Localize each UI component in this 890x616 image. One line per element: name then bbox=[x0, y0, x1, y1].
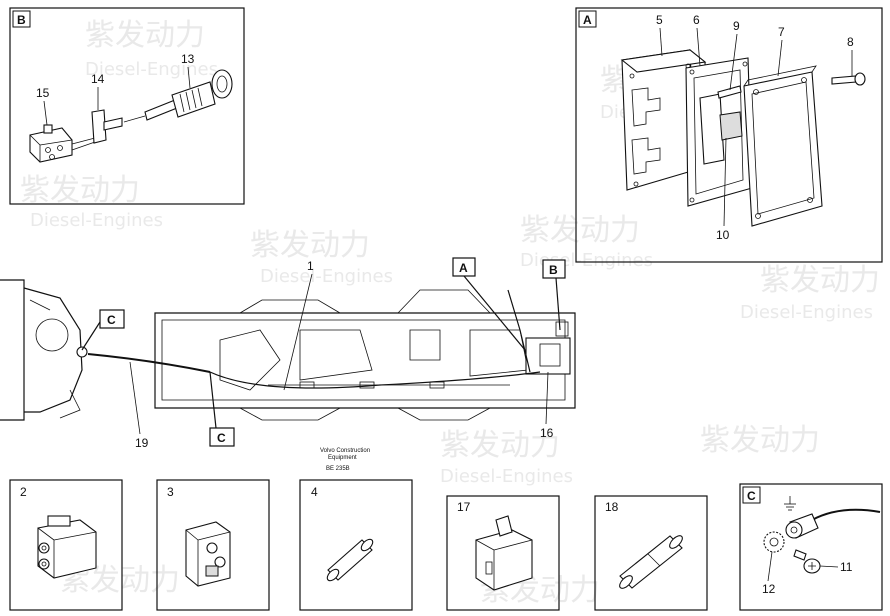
label-1: 1 bbox=[307, 259, 314, 273]
bulkhead-13-drawing bbox=[123, 69, 233, 123]
callout-c-left-box bbox=[99, 309, 125, 329]
svg-text:Diesel-Engines: Diesel-Engines bbox=[520, 250, 653, 271]
panel-c-tag: C bbox=[747, 489, 756, 503]
main-assembly: C C A B 1 19 16 Volvo Construction Equip… bbox=[0, 257, 576, 472]
svg-text:Diesel-Engines: Diesel-Engines bbox=[440, 466, 573, 487]
connector-15-drawing bbox=[29, 124, 96, 163]
seal-14-drawing bbox=[91, 109, 123, 144]
part-box-4: 4 bbox=[299, 479, 413, 611]
chassis-frame-drawing bbox=[154, 289, 576, 421]
panel-b-frame bbox=[9, 7, 245, 205]
gasket-6-drawing bbox=[685, 57, 753, 207]
callout-c-left: C bbox=[107, 313, 116, 327]
panel-c-tag-box bbox=[742, 486, 761, 504]
caption-brand: Volvo Construction bbox=[320, 448, 370, 454]
washer-12-drawing bbox=[763, 531, 785, 553]
caption-model: BE 235B bbox=[326, 466, 350, 472]
connector-17-drawing bbox=[475, 529, 533, 591]
svg-text:紫发动力: 紫发动力 bbox=[760, 263, 880, 298]
svg-text:Diesel-Engines: Diesel-Engines bbox=[30, 210, 163, 231]
label-13: 13 bbox=[181, 52, 195, 66]
svg-text:紫发动力: 紫发动力 bbox=[700, 423, 820, 458]
part-box-18: 18 bbox=[594, 495, 708, 611]
label-9: 9 bbox=[733, 19, 740, 33]
svg-text:紫发动力: 紫发动力 bbox=[520, 213, 640, 248]
svg-text:紫发动力: 紫发动力 bbox=[20, 173, 140, 208]
panel-c: C 12 11 bbox=[739, 483, 883, 611]
label-11: 11 bbox=[840, 560, 853, 574]
label-14: 14 bbox=[91, 72, 105, 86]
svg-text:Diesel-Engines: Diesel-Engines bbox=[740, 302, 873, 323]
harness-19-drawing bbox=[87, 353, 211, 373]
label-18: 18 bbox=[605, 500, 619, 514]
panel-b-tag-box bbox=[12, 10, 31, 28]
svg-text:Diesel-Engines: Diesel-Engines bbox=[85, 59, 218, 80]
panel-a-tag: A bbox=[583, 13, 592, 27]
screw-9-drawing bbox=[717, 85, 742, 99]
callout-b: B bbox=[549, 263, 558, 277]
label-6: 6 bbox=[693, 13, 700, 27]
part-box-2: 2 bbox=[9, 479, 123, 611]
callout-c-bottom: C bbox=[217, 431, 226, 445]
svg-text:紫发动力: 紫发动力 bbox=[85, 18, 205, 53]
label-5: 5 bbox=[656, 13, 663, 27]
label-12: 12 bbox=[762, 582, 776, 596]
label-7: 7 bbox=[778, 25, 785, 39]
svg-text:Diesel-Engines: Diesel-Engines bbox=[260, 266, 393, 287]
connector-3-drawing bbox=[185, 521, 231, 587]
svg-text:紫发动力: 紫发动力 bbox=[250, 228, 370, 263]
cable-1-drawing bbox=[209, 371, 541, 389]
engine-block-drawing bbox=[0, 279, 88, 421]
label-2: 2 bbox=[20, 485, 27, 499]
cover-7-drawing bbox=[743, 65, 823, 227]
panel-a: A bbox=[575, 7, 883, 263]
callout-b-box bbox=[542, 259, 566, 279]
label-16: 16 bbox=[540, 426, 554, 440]
caption-equipment: Equipment bbox=[328, 455, 357, 461]
callout-c-bottom-box bbox=[209, 427, 235, 447]
callout-a: A bbox=[459, 261, 468, 275]
label-19: 19 bbox=[135, 436, 149, 450]
label-3: 3 bbox=[167, 485, 174, 499]
part-box-17: 17 bbox=[446, 495, 560, 611]
panel-a-tag-box bbox=[578, 10, 597, 28]
label-4: 4 bbox=[311, 485, 318, 499]
panel-b: B 15 14 13 bbox=[9, 7, 245, 205]
panel-a-frame bbox=[575, 7, 883, 263]
ground-symbol-icon bbox=[784, 496, 796, 511]
label-15: 15 bbox=[36, 86, 50, 100]
label-17: 17 bbox=[457, 500, 471, 514]
part-box-3: 3 bbox=[156, 479, 270, 611]
label-8: 8 bbox=[847, 35, 854, 49]
screw-11-drawing bbox=[793, 549, 821, 574]
label-10: 10 bbox=[716, 228, 730, 242]
screw-8-drawing bbox=[831, 72, 866, 86]
panel-b-tag: B bbox=[17, 13, 26, 27]
svg-text:紫发动力: 紫发动力 bbox=[440, 428, 560, 463]
ground-cable-drawing bbox=[785, 508, 881, 539]
cable-a-drawing bbox=[507, 289, 531, 373]
